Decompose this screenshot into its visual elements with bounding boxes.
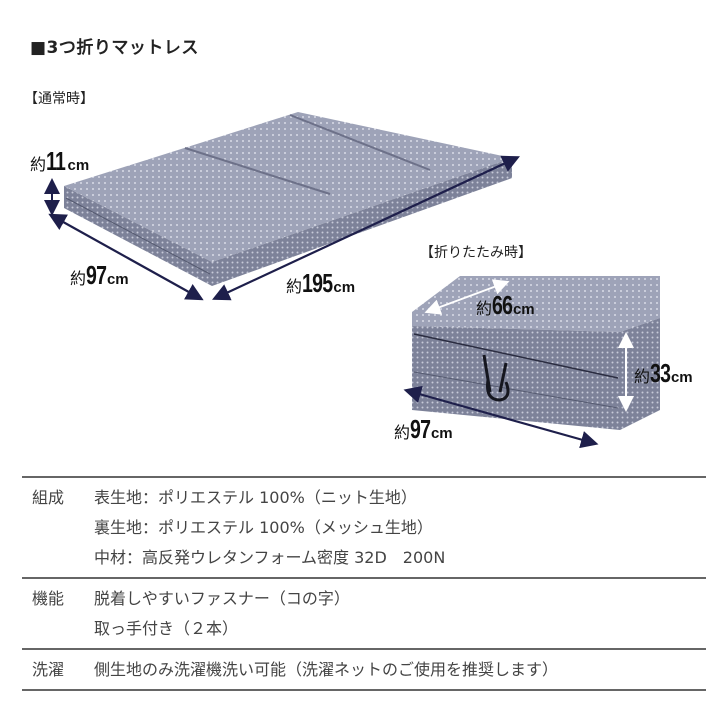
page-title: ■3つ折りマットレス [30,38,199,58]
spec-key: 組成 [32,488,65,507]
normal-width-dimension: 約97cm [70,260,129,290]
spec-value: 中材：高反発ウレタンフォーム密度 32D 200N [94,548,446,567]
spec-table: 組成 表生地：ポリエステル 100%（ニット生地） 裏生地：ポリエステル 100… [22,476,706,691]
spec-value: 表生地：ポリエステル 100%（ニット生地） [94,488,417,507]
spec-value: 裏生地：ポリエステル 100%（メッシュ生地） [94,518,433,537]
mattress-illustration [44,112,660,449]
spec-key: 洗濯 [32,660,65,679]
spec-value: 側生地のみ洗濯機洗い可能（洗濯ネットのご使用を推奨します） [94,660,559,679]
folded-width-dimension: 約97cm [394,414,453,444]
normal-state-label: 【通常時】 [24,91,94,107]
spec-row-composition: 組成 表生地：ポリエステル 100%（ニット生地） 裏生地：ポリエステル 100… [22,476,706,577]
spec-key: 機能 [32,589,65,608]
folded-mattress [412,276,660,430]
folded-height-dimension: 約33cm [634,358,693,388]
spec-row-washing: 洗濯 側生地のみ洗濯機洗い可能（洗濯ネットのご使用を推奨します） [22,648,706,691]
folded-depth-dimension: 約66cm [476,290,535,320]
spec-row-features: 機能 脱着しやすいファスナー（コの字） 取っ手付き（２本） [22,577,706,648]
normal-length-dimension: 約195cm [286,268,356,298]
spec-value: 脱着しやすいファスナー（コの字） [94,589,350,608]
spec-value: 取っ手付き（２本） [94,619,239,638]
